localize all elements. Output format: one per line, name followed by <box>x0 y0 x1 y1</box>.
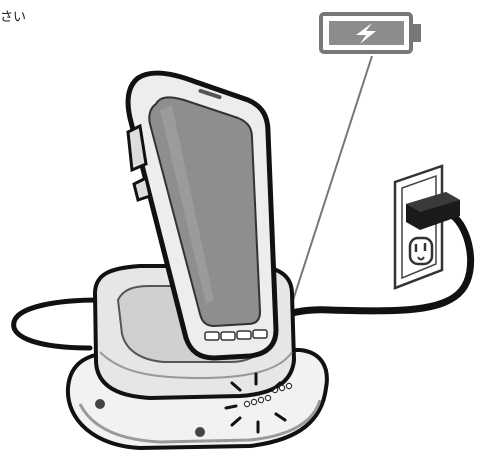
battery-charging-icon <box>321 14 421 52</box>
cable-loop-left <box>14 300 98 348</box>
battery-pointer-line <box>286 56 372 322</box>
